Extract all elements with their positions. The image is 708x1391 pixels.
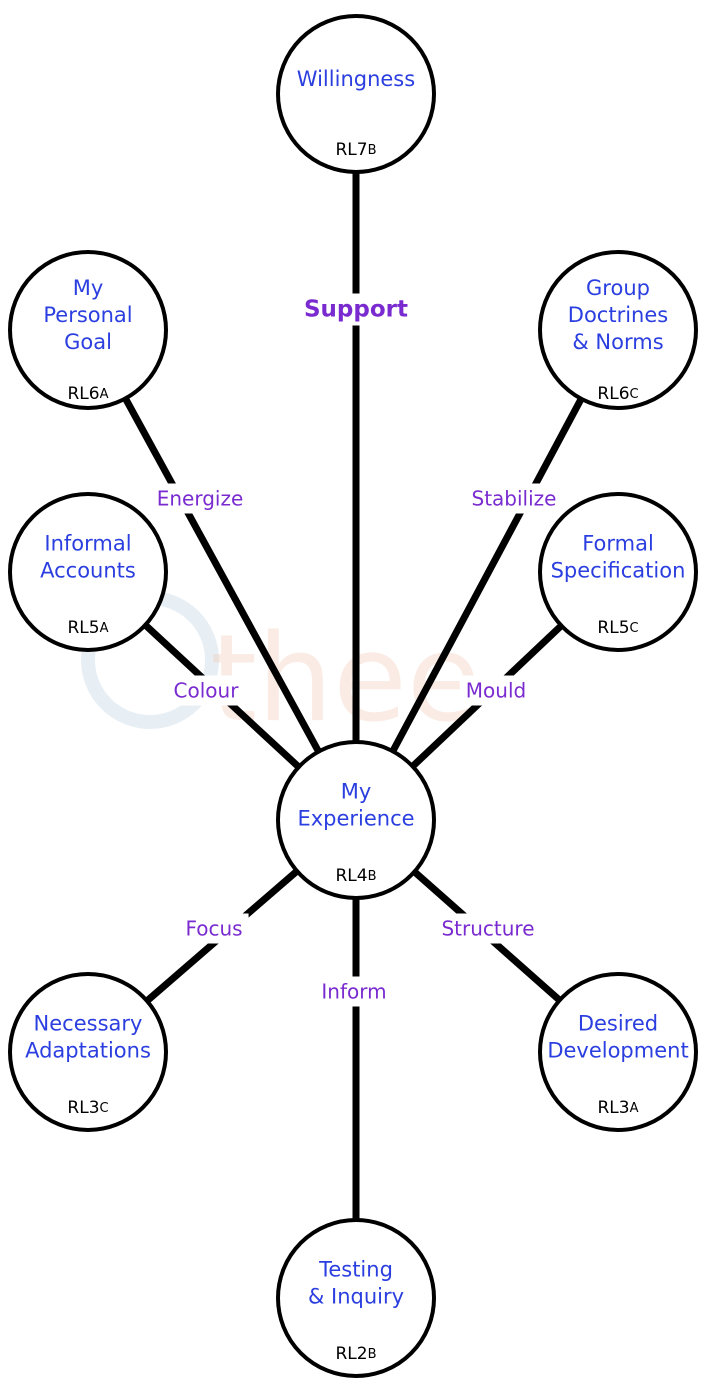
- node-code-main: RL5: [597, 618, 629, 638]
- node-code: RL2B: [335, 1344, 376, 1364]
- node-title-line: Informal: [44, 532, 131, 556]
- edge-label-background: [179, 913, 249, 944]
- edge-label-formal-specification: Mould: [459, 675, 533, 706]
- node-title-line: Doctrines: [568, 303, 668, 327]
- node-title-line: & Inquiry: [308, 1285, 404, 1309]
- node-code-sub: B: [368, 143, 377, 158]
- edge-label-background: [315, 976, 393, 1007]
- node-code-main: RL3: [597, 1098, 629, 1118]
- node-title-line: & Norms: [572, 330, 663, 354]
- node-circle: [538, 250, 698, 410]
- node-circle: [276, 740, 436, 900]
- node-title-line: Desired: [578, 1012, 658, 1036]
- node-circle: [8, 250, 168, 410]
- node-code: RL3A: [597, 1098, 638, 1118]
- node-circle: [538, 492, 698, 652]
- node-title-line: Specification: [551, 559, 686, 583]
- node-code-main: RL6: [67, 384, 99, 404]
- edge-label-background: [297, 293, 415, 326]
- node-code-sub: B: [368, 1347, 377, 1362]
- edge-label-willingness: Support: [297, 293, 415, 326]
- edge-label-background: [459, 675, 533, 706]
- node-code: RL7B: [335, 140, 376, 160]
- node-title-line: Adaptations: [25, 1039, 151, 1063]
- edge-label-personal-goal: Energize: [150, 483, 250, 514]
- node-title-line: Group: [586, 276, 650, 300]
- node-title-line: Necessary: [34, 1012, 143, 1036]
- node-title-line: Experience: [297, 807, 414, 831]
- node-code-main: RL5: [67, 618, 99, 638]
- node-code: RL5A: [67, 618, 108, 638]
- edge-label-text: Structure: [441, 917, 534, 941]
- edge-label-background: [465, 483, 563, 514]
- edge-label-necessary-adaptations: Focus: [179, 913, 249, 944]
- node-code-main: RL6: [597, 384, 629, 404]
- edge-label-text: Inform: [321, 980, 386, 1004]
- node-code-sub: C: [630, 387, 639, 402]
- node-title-line: Goal: [64, 330, 112, 354]
- node-title-line: Testing: [318, 1258, 393, 1282]
- edge-label-group-doctrines: Stabilize: [465, 483, 563, 514]
- node-title-line: Personal: [43, 303, 132, 327]
- node-code: RL3C: [67, 1098, 108, 1118]
- edge-label-informal-accounts: Colour: [167, 675, 246, 706]
- edge-label-text: Stabilize: [472, 487, 557, 511]
- edge-label-background: [435, 913, 541, 944]
- node-code: RL5C: [597, 618, 638, 638]
- node-code-sub: C: [100, 1101, 109, 1116]
- node-code-sub: A: [630, 1101, 639, 1116]
- node-code-main: RL7: [335, 140, 367, 160]
- node-code-sub: B: [368, 869, 377, 884]
- node-code-main: RL2: [335, 1344, 367, 1364]
- edge-group-doctrines: [389, 397, 585, 753]
- edge-personal-goal: [122, 396, 322, 754]
- edge-label-text: Energize: [157, 487, 244, 511]
- edge-label-text: Colour: [174, 679, 240, 703]
- edge-label-text: Focus: [185, 917, 242, 941]
- node-title-line: My: [341, 780, 372, 804]
- edge-label-text: Mould: [466, 679, 526, 703]
- node-circle: [276, 14, 436, 174]
- node-circle: [276, 1218, 436, 1378]
- node-code-sub: C: [630, 621, 639, 636]
- node-code-main: RL3: [67, 1098, 99, 1118]
- node-code: RL6C: [597, 384, 638, 404]
- edge-label-background: [167, 675, 246, 706]
- edge-label-background: [150, 483, 250, 514]
- edge-label-testing-inquiry: Inform: [315, 976, 393, 1007]
- node-title-line: Formal: [582, 532, 654, 556]
- node-code-sub: A: [100, 387, 109, 402]
- node-title-line: My: [73, 276, 104, 300]
- edge-label-desired-development: Structure: [435, 913, 541, 944]
- node-code: RL6A: [67, 384, 108, 404]
- node-title-line: Accounts: [40, 559, 136, 583]
- edge-label-text: Support: [304, 297, 408, 323]
- node-code: RL4B: [335, 866, 376, 886]
- node-code-main: RL4: [335, 866, 367, 886]
- node-title-line: Willingness: [297, 67, 415, 91]
- nodes: WillingnessRL7BMyPersonalGoalRL6AGroupDo…: [8, 14, 698, 1378]
- node-circle: [8, 972, 168, 1132]
- node-code-sub: A: [100, 621, 109, 636]
- node-circle: [538, 972, 698, 1132]
- node-title-line: Development: [547, 1039, 688, 1063]
- node-circle: [8, 492, 168, 652]
